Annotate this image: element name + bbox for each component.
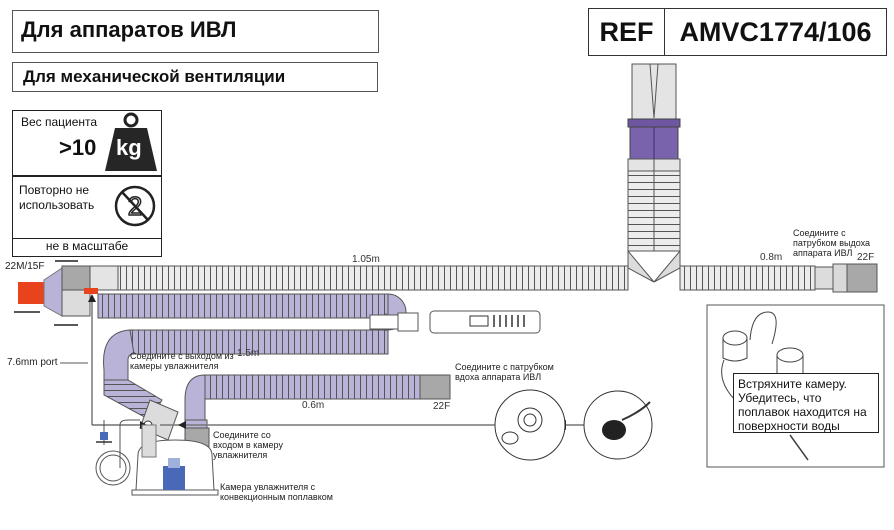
weight-unit: kg [116,135,142,160]
inspiratory-22f-label: 22F [433,401,451,412]
weight-icon [105,112,157,171]
expiratory-limb-tube [117,265,629,291]
inspiratory-22f-connector [419,374,451,400]
expiratory-length-label: 1.05m [352,254,380,265]
port-label: 7.6mm port [7,357,58,368]
patient-weight-label: Вес пациента [21,115,98,129]
connect-inspiratory-port-label: Соедините с патрубком вдоха аппарата ИВЛ [455,362,554,382]
patient-weight-value: >10 [59,135,97,160]
page-subtitle: Для механической вентиляции [12,62,378,92]
dry-line-tube [204,374,421,400]
ref-code: AMVC1774/106 [679,16,872,47]
connect-chamber-outlet-label: Соедините с выходом из камеры увлажнител… [130,351,234,371]
connect-chamber-inlet-label: Соедините со входом в камеру увлажнителя [213,430,283,460]
chamber-sketch [721,311,809,461]
do-not-reuse-glyph: 2 [128,191,142,221]
humidifier-chamber [95,419,219,496]
expiratory-22f-label: 22F [857,252,875,263]
single-use-label: Повторно не использовать [19,183,95,212]
connector-detail-circles [494,389,653,461]
y-piece-top [627,63,681,283]
ref-box: REF AMVC1774/106 [588,8,887,56]
inspiratory-length-label: 1.5m [237,348,260,359]
page-title: Для аппаратов ИВЛ [12,10,379,53]
single-use-symbol: Повторно не использовать 2 [12,176,162,239]
shake-chamber-note: Встряхните камеру. Убедитесь, что поплав… [733,373,879,433]
dry-line-length-label: 0.6m [302,400,325,411]
connect-expiratory-port-label: Соедините с патрубком выдоха аппарата ИВ… [793,228,871,258]
expiratory-end-length-label: 0.8m [760,252,783,263]
expiratory-22f-connector [846,263,878,293]
do-not-reuse-icon: 2 [114,185,156,227]
patient-wye [18,265,119,317]
inspiratory-limb-lower [129,329,389,355]
temperature-probe-holder [369,310,541,334]
slide-arrows [14,260,78,326]
expiratory-end-tube [679,265,816,291]
patient-connector-label: 22M/15F [5,261,45,272]
chamber-caption: Камера увлажнителя с конвекционным попла… [220,482,333,502]
patient-weight-symbol: Вес пациента >10 kg [12,110,162,176]
ref-label: REF [589,9,665,55]
inspiratory-limb-upper [97,293,389,319]
not-to-scale-label: не в масштабе [12,238,162,257]
